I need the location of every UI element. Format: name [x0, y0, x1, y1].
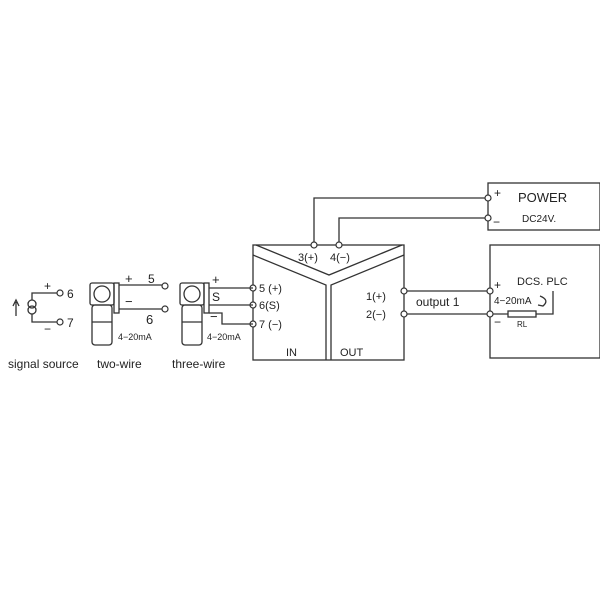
three-wire-current: 4−20mA	[207, 332, 241, 342]
two-wire-label: two-wire	[97, 357, 142, 371]
terminal-6-label: 6(S)	[259, 300, 280, 312]
signal-source-label: signal source	[8, 357, 79, 371]
dcs-minus: −	[494, 315, 501, 329]
two-wire-plus: +	[125, 271, 133, 286]
dcs-terminal-plus	[486, 287, 494, 295]
wire-power-minus	[338, 217, 488, 245]
two-wire-terminal-5: 5	[148, 272, 155, 286]
power-minus: −	[493, 215, 500, 229]
dcs-title: DCS. PLC	[517, 276, 568, 288]
current-source-icon	[27, 299, 37, 309]
terminal-5-label: 5 (+)	[259, 283, 282, 295]
isolator-module: 3(+) 4(−) 5 (+) 6(S) 7 (−) IN OUT 1(+) 2…	[249, 241, 408, 361]
source-terminal-7: 7	[67, 316, 74, 330]
terminal-1-label: 1(+)	[366, 291, 386, 303]
dcs-current: 4−20mA	[494, 296, 532, 307]
two-wire-current: 4−20mA	[118, 332, 152, 342]
dcs-terminal-minus	[486, 310, 494, 318]
terminal-4-label: 4(−)	[330, 252, 350, 264]
output-label: output 1	[416, 295, 460, 309]
source-minus: −	[44, 322, 51, 336]
arrow-up-icon	[12, 298, 20, 316]
power-voltage: DC24V.	[522, 214, 556, 225]
terminal-2	[400, 310, 408, 318]
power-plus: +	[494, 186, 501, 200]
three-wire-label: three-wire	[172, 357, 226, 371]
power-terminal-minus	[484, 214, 492, 222]
two-wire-terminal-6: 6	[146, 312, 153, 327]
out-label: OUT	[340, 347, 364, 359]
current-arrow-icon	[537, 295, 547, 307]
terminal-7-label: 7 (−)	[259, 319, 282, 331]
terminal-2-label: 2(−)	[366, 309, 386, 321]
signal-source: + − 6 7 signal source	[8, 279, 79, 371]
three-wire-transmitter: + S − 4−20mA three-wire	[172, 272, 253, 371]
power-supply-box: POWER DC24V. + −	[487, 182, 600, 231]
two-wire-minus: −	[125, 294, 133, 309]
terminal-4	[335, 241, 343, 249]
power-terminal-plus	[484, 194, 492, 202]
source-plus: +	[44, 279, 51, 293]
terminal-3	[310, 241, 318, 249]
terminal-1	[400, 287, 408, 295]
three-wire-s: S	[212, 290, 220, 304]
in-label: IN	[286, 347, 297, 359]
three-wire-plus: +	[212, 272, 220, 287]
output-wires	[407, 290, 490, 315]
three-wire-minus: −	[210, 309, 218, 324]
power-title: POWER	[518, 190, 567, 205]
source-terminal-6: 6	[67, 287, 74, 301]
dcs-plus: +	[494, 278, 501, 292]
dcs-plc-box: DCS. PLC + − RL 4−20mA	[486, 244, 600, 359]
resistor-rl	[507, 310, 537, 318]
resistor-label: RL	[517, 320, 528, 329]
wire-power-plus	[313, 197, 488, 245]
terminal-3-label: 3(+)	[298, 252, 318, 264]
two-wire-transmitter: + − 5 6 4−20mA two-wire	[89, 271, 169, 371]
